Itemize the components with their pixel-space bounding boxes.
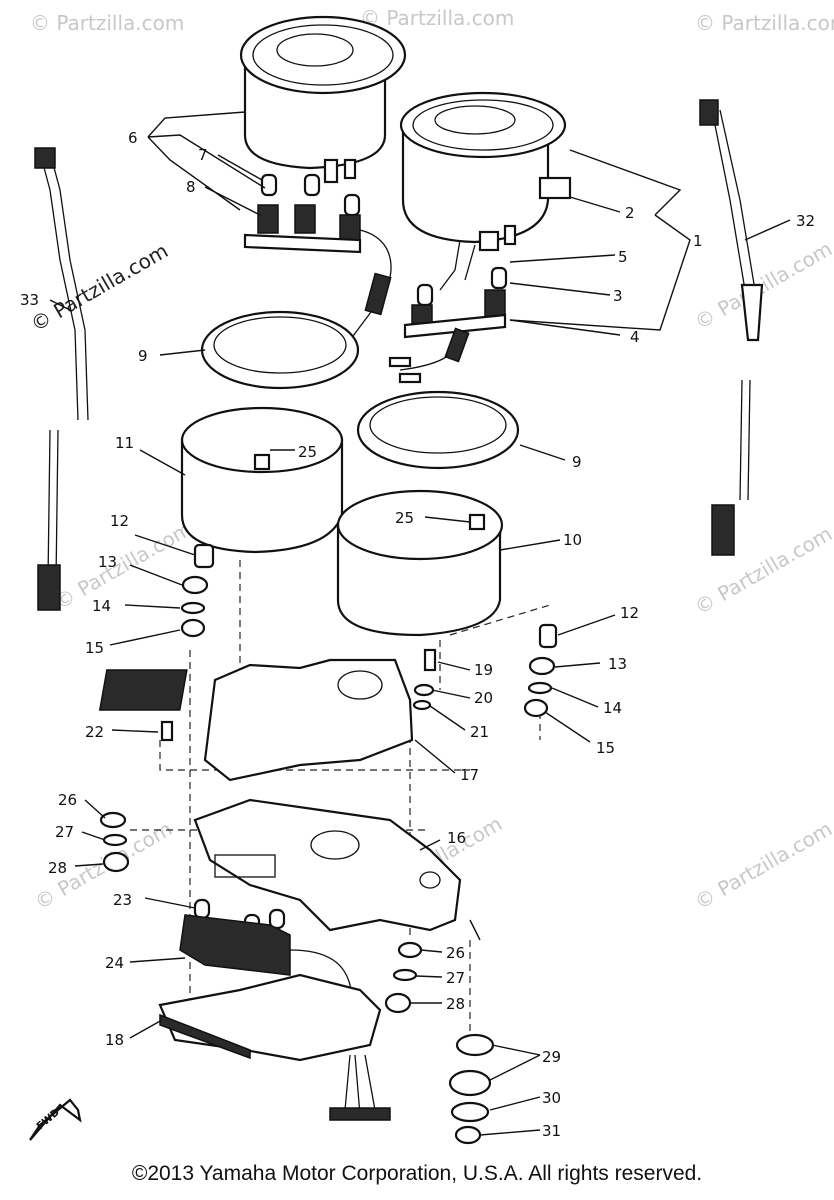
meter-base-cover (158, 973, 391, 1121)
meter-bulbs-left (243, 173, 392, 356)
callout-29: 29 (542, 1048, 561, 1066)
callout-17: 17 (460, 766, 479, 784)
indicator-light-unit (179, 898, 361, 1041)
callout-9-right: 9 (572, 453, 582, 471)
callout-2: 2 (625, 204, 635, 222)
hardware-lower-left (99, 811, 130, 873)
callout-8: 8 (186, 178, 196, 196)
callout-26-right: 26 (446, 944, 465, 962)
callout-27-right: 27 (446, 969, 465, 987)
callout-31: 31 (542, 1122, 561, 1140)
callout-10: 10 (563, 531, 582, 549)
callout-19: 19 (474, 661, 493, 679)
speedometer-gauge (239, 15, 407, 184)
callout-16: 16 (447, 829, 466, 847)
callout-14-left: 14 (92, 597, 111, 615)
callout-23: 23 (113, 891, 132, 909)
watermark: © Partzilla.com (360, 6, 514, 30)
callout-5: 5 (618, 248, 628, 266)
copyright-notice: ©2013 Yamaha Motor Corporation, U.S.A. A… (131, 1162, 703, 1185)
callout-20: 20 (474, 689, 493, 707)
callout-12-left: 12 (110, 512, 129, 530)
callout-28-right: 28 (446, 995, 465, 1013)
callout-6: 6 (128, 129, 138, 147)
meter-cables (34, 99, 764, 611)
callout-4: 4 (630, 328, 640, 346)
hardware-left (180, 543, 215, 638)
callout-25-right: 25 (395, 509, 414, 527)
callout-25-left: 25 (298, 443, 317, 461)
watermark: © Partzilla.com (27, 238, 173, 336)
callout-26-left: 26 (58, 791, 77, 809)
callout-11: 11 (115, 434, 134, 452)
callout-22: 22 (85, 723, 104, 741)
callout-14-right: 14 (603, 699, 622, 717)
fwd-label: FWD (35, 1107, 62, 1132)
watermark: © Partzilla.com (51, 516, 197, 614)
callout-21: 21 (470, 723, 489, 741)
callout-1: 1 (693, 232, 703, 250)
callout-7: 7 (198, 146, 208, 164)
watermark: © Partzilla.com (30, 11, 184, 35)
callout-12-right: 12 (620, 604, 639, 622)
callout-32: 32 (796, 212, 815, 230)
hardware-lower-right (384, 941, 495, 1145)
watermark: © Partzilla.com (691, 816, 834, 914)
callout-3: 3 (613, 287, 623, 305)
callout-15-right: 15 (596, 739, 615, 757)
callout-33: 33 (20, 291, 39, 309)
watermark: © Partzilla.com (695, 11, 834, 35)
callout-9-left: 9 (138, 347, 148, 365)
meter-cushion-rings (200, 310, 520, 470)
callout-24: 24 (105, 954, 124, 972)
meter-bracket (98, 658, 414, 782)
callout-30: 30 (542, 1089, 561, 1107)
leader-lines (49, 111, 791, 1136)
callout-13-left: 13 (98, 553, 117, 571)
callout-28-left: 28 (48, 859, 67, 877)
meter-cases (180, 406, 504, 637)
forward-direction-arrow: FWD (29, 1098, 82, 1141)
hardware-right (160, 623, 558, 742)
callout-13-right: 13 (608, 655, 627, 673)
callout-15-left: 15 (85, 639, 104, 657)
callout-numbers: 1 2 3 4 5 6 7 8 9 9 10 11 12 12 13 13 14… (20, 129, 815, 1140)
tachometer-gauge (399, 91, 572, 252)
callout-27-left: 27 (55, 823, 74, 841)
callout-18: 18 (105, 1031, 124, 1049)
meter-bulbs-right (388, 239, 508, 384)
lower-bracket-plate (193, 798, 462, 932)
